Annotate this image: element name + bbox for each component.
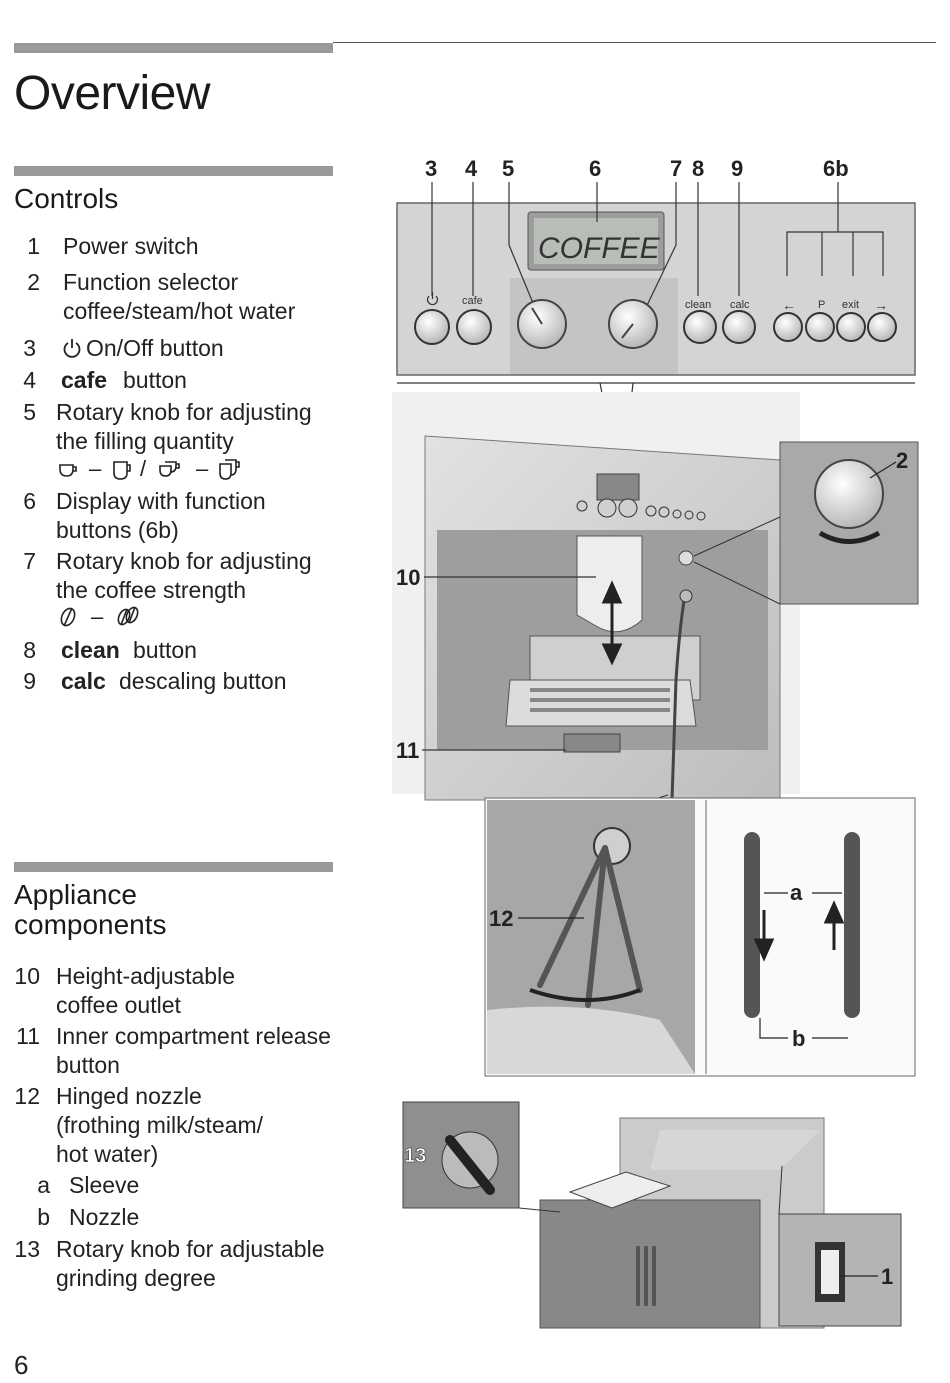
bean-strength-icons: – xyxy=(60,604,139,629)
item-text: Display with function xyxy=(56,488,266,514)
callout-8: 8 xyxy=(692,156,704,181)
sep-text: – xyxy=(91,604,104,629)
sep-text: / xyxy=(140,456,147,481)
forward-button-label: → xyxy=(874,297,888,313)
callout-b: b xyxy=(792,1026,805,1051)
display-text: COFFEE xyxy=(538,232,661,265)
item-text: hot water) xyxy=(56,1141,159,1167)
heading-line: components xyxy=(14,909,167,940)
section-bar-controls xyxy=(14,166,333,176)
cup-size-icons: – / – xyxy=(59,456,240,481)
callout-11: 11 xyxy=(396,738,419,763)
panel-callouts: 3 4 5 6 7 8 9 6b xyxy=(425,156,849,181)
item-text: Rotary knob for adjustable xyxy=(56,1236,325,1262)
item-text: the coffee strength xyxy=(56,577,247,603)
item-text: On/Off button xyxy=(86,335,224,361)
item-number: 12 xyxy=(14,1083,40,1109)
bottom-machine: 13 1 xyxy=(402,1101,902,1329)
callout-6: 6 xyxy=(589,156,601,181)
item-text: Rotary knob for adjusting xyxy=(56,399,312,425)
calc-button-label: calc xyxy=(730,299,750,311)
callout-6b: 6b xyxy=(823,156,849,181)
item-text: buttons (6b) xyxy=(56,517,179,543)
item-number: 4 xyxy=(23,367,36,393)
cafe-label: cafe xyxy=(61,367,108,393)
exit-button-label: exit xyxy=(842,299,859,311)
heading-line: Appliance xyxy=(14,879,137,910)
item-number: 2 xyxy=(27,269,40,295)
item-number: 10 xyxy=(14,963,40,989)
components-heading: Appliance components xyxy=(14,880,167,940)
item-number: b xyxy=(37,1204,50,1230)
top-rule-thin xyxy=(333,42,936,43)
calc-label: calc xyxy=(61,668,106,694)
callout-9: 9 xyxy=(731,156,743,181)
machine-body xyxy=(392,392,800,801)
clean-label: clean xyxy=(61,637,120,663)
section-bar-components xyxy=(14,862,333,872)
power-icon xyxy=(63,339,81,358)
item-text: Inner compartment release xyxy=(56,1023,331,1049)
item-text: descaling button xyxy=(119,668,287,694)
item-text: Height-adjustable xyxy=(56,963,236,989)
inset-selector: 2 xyxy=(693,441,919,605)
item-text: grinding degree xyxy=(56,1265,216,1291)
item-number: 13 xyxy=(14,1236,40,1262)
item-number: 11 xyxy=(16,1023,40,1049)
page-number: 6 xyxy=(14,1350,29,1380)
item-number: a xyxy=(37,1172,50,1198)
p-button-label: P xyxy=(818,299,825,311)
item-number: 7 xyxy=(23,548,36,574)
item-text: Sleeve xyxy=(69,1172,140,1198)
item-text: coffee outlet xyxy=(56,992,181,1018)
item-number: 6 xyxy=(23,488,36,514)
sep-text: – xyxy=(196,456,209,481)
callout-12: 12 xyxy=(489,906,513,931)
item-text: button xyxy=(133,637,197,663)
panel-power-icon xyxy=(426,292,439,306)
back-button-label: ← xyxy=(782,297,796,313)
callout-3: 3 xyxy=(425,156,437,181)
item-text: Rotary knob for adjusting xyxy=(56,548,312,574)
item-text: Power switch xyxy=(63,233,199,259)
page-title: Overview xyxy=(14,67,211,120)
callout-a: a xyxy=(790,880,803,905)
item-number: 9 xyxy=(23,668,36,694)
controls-heading: Controls xyxy=(14,183,119,214)
item-text: Function selector xyxy=(63,269,239,295)
control-panel: COFFEE cafe clean calc ← P exit → xyxy=(396,182,916,376)
item-text: the filling quantity xyxy=(56,428,234,454)
item-text: button xyxy=(56,1052,120,1078)
sep-text: – xyxy=(89,456,102,481)
callout-7: 7 xyxy=(670,156,682,181)
item-number: 1 xyxy=(27,233,40,259)
callout-4: 4 xyxy=(465,156,478,181)
item-text: coffee/steam/hot water xyxy=(63,298,296,324)
nozzle-inset: 12 a b xyxy=(484,797,916,1077)
callout-2: 2 xyxy=(896,448,908,473)
item-number: 8 xyxy=(23,637,36,663)
item-number: 3 xyxy=(23,335,36,361)
panel-buttons xyxy=(414,309,897,345)
item-number: 5 xyxy=(23,399,36,425)
callout-5: 5 xyxy=(502,156,514,181)
item-text: Hinged nozzle xyxy=(56,1083,202,1109)
item-text: Nozzle xyxy=(69,1204,140,1230)
callout-10: 10 xyxy=(396,565,420,590)
top-rule-thick xyxy=(14,43,333,53)
item-text: (frothing milk/steam/ xyxy=(56,1112,264,1138)
cafe-button-label: cafe xyxy=(462,295,483,307)
item-text: button xyxy=(123,367,187,393)
callout-1: 1 xyxy=(881,1264,893,1289)
clean-button-label: clean xyxy=(685,299,711,311)
callout-13: 13 xyxy=(404,1145,426,1167)
